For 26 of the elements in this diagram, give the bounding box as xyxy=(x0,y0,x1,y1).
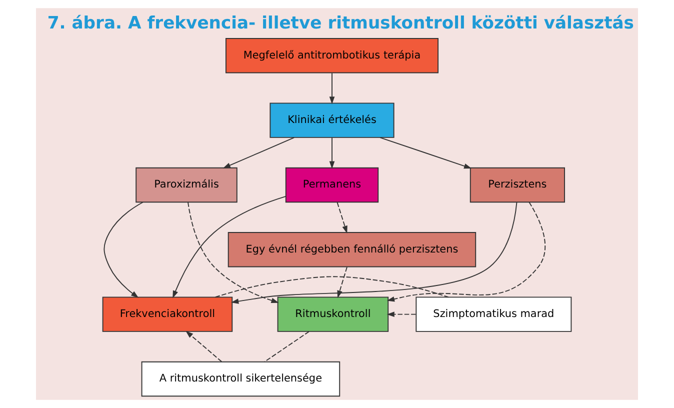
arrow xyxy=(329,72,335,104)
arrow xyxy=(336,202,348,234)
arrow xyxy=(188,202,279,304)
arrow xyxy=(172,196,286,298)
arrow xyxy=(222,137,295,168)
node-box: Szimptomatikus marad xyxy=(416,296,572,332)
connector xyxy=(214,276,449,298)
arrow xyxy=(104,202,144,298)
arrow xyxy=(386,202,546,302)
connector xyxy=(264,331,310,362)
arrow xyxy=(380,137,472,169)
arrow xyxy=(337,266,348,298)
arrow xyxy=(230,202,518,304)
arrow xyxy=(386,312,416,317)
node-box: Egy évnél régebben fennálló perzisztens xyxy=(228,232,476,268)
diagram-title: 7. ábra. A frekvencia- illetve ritmuskontroll közötti választás xyxy=(47,13,634,34)
arrow xyxy=(186,330,222,362)
node-box: Ritmuskontroll xyxy=(277,296,389,332)
node-box: Paroxizmális xyxy=(136,167,238,203)
node-box: Frekvenciakontroll xyxy=(102,296,233,332)
node-box: Klinikai értékelés xyxy=(270,102,394,138)
node-box: Permanens xyxy=(285,167,379,203)
node-box: A ritmuskontroll sikertelensége xyxy=(141,361,340,397)
node-box: Perzisztens xyxy=(470,167,565,203)
arrow xyxy=(329,137,335,169)
node-box: Megfelelő antitrombotikus terápia xyxy=(226,38,439,74)
